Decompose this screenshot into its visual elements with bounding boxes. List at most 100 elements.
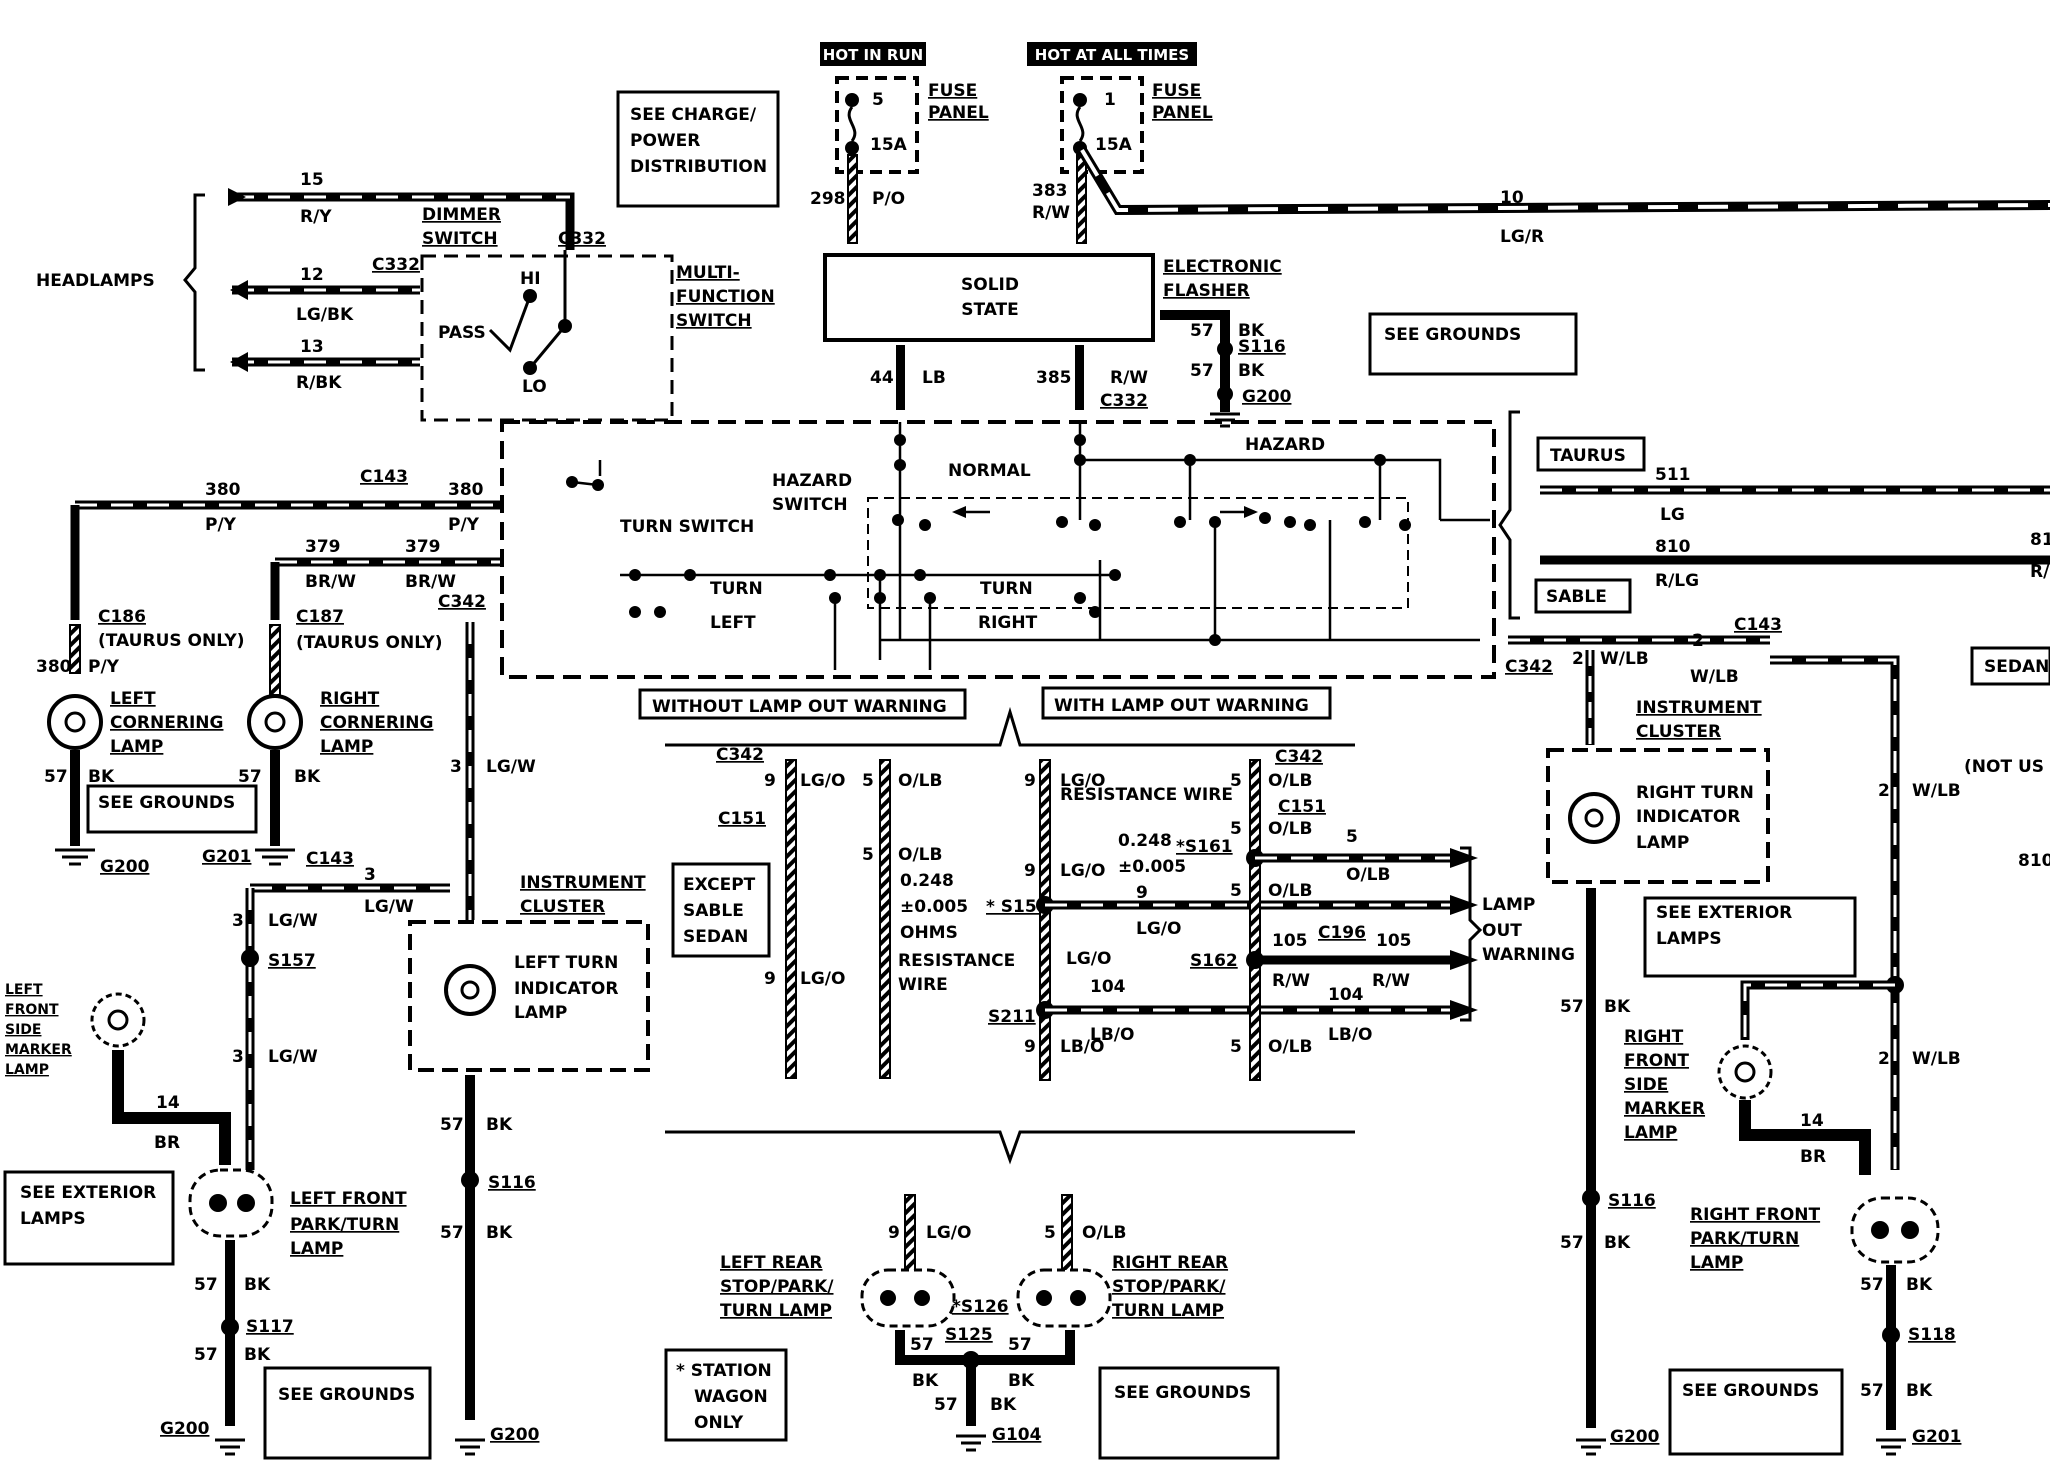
svg-text:* S159: * S159 [986, 897, 1049, 917]
svg-text:SEE GROUNDS: SEE GROUNDS [278, 1385, 415, 1405]
svg-text:BK: BK [244, 1275, 271, 1295]
svg-text:* STATION: * STATION [676, 1361, 772, 1381]
svg-text:(TAURUS ONLY): (TAURUS ONLY) [296, 633, 442, 653]
svg-text:810: 810 [2018, 851, 2050, 871]
svg-text:105: 105 [1272, 931, 1308, 951]
svg-text:2: 2 [1572, 649, 1584, 669]
svg-text:2: 2 [1878, 1049, 1890, 1069]
svg-text:FRONT: FRONT [1624, 1051, 1689, 1071]
svg-text:LEFT TURN: LEFT TURN [514, 953, 618, 973]
svg-text:9: 9 [1024, 861, 1036, 881]
svg-text:LB/O: LB/O [1328, 1025, 1372, 1045]
svg-text:380: 380 [205, 480, 241, 500]
svg-text:S157: S157 [268, 951, 316, 971]
svg-text:C143: C143 [1734, 615, 1782, 635]
svg-text:G201: G201 [202, 847, 251, 867]
svg-text:C342: C342 [438, 592, 486, 612]
svg-text:SEE EXTERIOR: SEE EXTERIOR [20, 1183, 156, 1203]
svg-text:LEFT: LEFT [5, 982, 43, 998]
svg-text:57: 57 [1190, 321, 1214, 341]
svg-text:5: 5 [1230, 771, 1242, 791]
svg-text:R/W: R/W [1110, 368, 1148, 388]
svg-text:TAURUS: TAURUS [1550, 446, 1626, 466]
svg-text:3: 3 [232, 911, 244, 931]
svg-text:5: 5 [1230, 881, 1242, 901]
svg-text:R/: R/ [2030, 562, 2050, 582]
svg-text:14: 14 [1800, 1111, 1824, 1131]
svg-text:R/W: R/W [1372, 971, 1410, 991]
svg-text:SEDAN: SEDAN [683, 927, 748, 947]
svg-text:LAMP: LAMP [320, 737, 373, 757]
left-cornering-section: 380 P/Y C143 380 P/Y 379 BR/W 379 BR/W C… [36, 467, 500, 877]
svg-text:O/LB: O/LB [1082, 1223, 1126, 1243]
svg-text:CORNERING: CORNERING [320, 713, 433, 733]
svg-text:3: 3 [364, 865, 376, 885]
svg-text:5: 5 [1346, 827, 1358, 847]
svg-text:9: 9 [764, 969, 776, 989]
svg-text:BR/W: BR/W [305, 572, 356, 592]
svg-text:13: 13 [300, 337, 324, 357]
svg-text:9: 9 [1024, 771, 1036, 791]
svg-text:LG/O: LG/O [1136, 919, 1181, 939]
svg-text:BK: BK [990, 1395, 1017, 1415]
svg-text:BK: BK [486, 1223, 513, 1243]
svg-text:LAMP: LAMP [110, 737, 163, 757]
svg-text:FUNCTION: FUNCTION [676, 287, 775, 307]
svg-text:57: 57 [440, 1115, 464, 1135]
svg-text:CLUSTER: CLUSTER [520, 897, 605, 917]
svg-text:BK: BK [1906, 1275, 1933, 1295]
svg-text:LG/O: LG/O [926, 1223, 971, 1243]
svg-text:0.248: 0.248 [1118, 831, 1172, 851]
svg-text:810: 810 [1655, 537, 1691, 557]
svg-text:9: 9 [888, 1223, 900, 1243]
svg-text:5: 5 [1230, 819, 1242, 839]
svg-text:LAMP: LAMP [1690, 1253, 1743, 1273]
svg-text:298: 298 [810, 189, 846, 209]
svg-text:WIRE: WIRE [898, 975, 948, 995]
svg-text:RIGHT TURN: RIGHT TURN [1636, 783, 1754, 803]
svg-text:C186: C186 [98, 607, 146, 627]
svg-text:SOLID: SOLID [961, 275, 1019, 295]
svg-text:W/LB: W/LB [1600, 649, 1649, 669]
svg-text:LAMP: LAMP [1636, 833, 1689, 853]
svg-text:C332: C332 [558, 229, 606, 249]
svg-text:BK: BK [1906, 1381, 1933, 1401]
svg-text:511: 511 [1655, 465, 1691, 485]
svg-text:LAMPS: LAMPS [20, 1209, 86, 1229]
svg-text:R/BK: R/BK [296, 373, 342, 393]
svg-text:SEE GROUNDS: SEE GROUNDS [1114, 1383, 1251, 1403]
svg-text:O/LB: O/LB [1268, 819, 1312, 839]
svg-text:R/LG: R/LG [1655, 571, 1699, 591]
svg-text:57: 57 [194, 1275, 218, 1295]
left-side-marker-icon [90, 992, 146, 1048]
svg-text:P/Y: P/Y [448, 515, 480, 535]
svg-text:385: 385 [1036, 368, 1072, 388]
svg-text:BR: BR [1800, 1147, 1826, 1167]
svg-text:104: 104 [1328, 985, 1364, 1005]
right-side-marker-icon [1717, 1044, 1773, 1100]
svg-text:57: 57 [934, 1395, 958, 1415]
svg-text:INDICATOR: INDICATOR [1636, 807, 1740, 827]
svg-text:RIGHT: RIGHT [978, 613, 1038, 633]
svg-text:BR: BR [154, 1133, 180, 1153]
svg-text:O/LB: O/LB [898, 771, 942, 791]
svg-text:W/LB: W/LB [1912, 1049, 1961, 1069]
svg-text:57: 57 [1008, 1335, 1032, 1355]
svg-text:G201: G201 [1912, 1427, 1961, 1447]
svg-text:S116: S116 [1238, 337, 1286, 357]
fuse-1-amp: 15A [1095, 135, 1133, 155]
svg-text:STOP/PARK/: STOP/PARK/ [1112, 1277, 1226, 1297]
svg-text:LG/W: LG/W [268, 911, 318, 931]
svg-text:BK: BK [244, 1345, 271, 1365]
svg-text:BK: BK [1238, 321, 1265, 341]
svg-text:57: 57 [238, 767, 262, 787]
hazard-turn-switch: HAZARD SWITCH NORMAL HAZARD TURN SWITCH … [500, 420, 1496, 679]
svg-text:POWER: POWER [630, 131, 700, 151]
svg-text:LAMP: LAMP [1482, 895, 1535, 915]
svg-text:EXCEPT: EXCEPT [683, 875, 756, 895]
svg-text:SEDAN: SEDAN [1984, 657, 2049, 677]
svg-text:LG/W: LG/W [364, 897, 414, 917]
svg-text:2: 2 [1878, 781, 1890, 801]
svg-text:INDICATOR: INDICATOR [514, 979, 618, 999]
svg-text:SWITCH: SWITCH [676, 311, 752, 331]
